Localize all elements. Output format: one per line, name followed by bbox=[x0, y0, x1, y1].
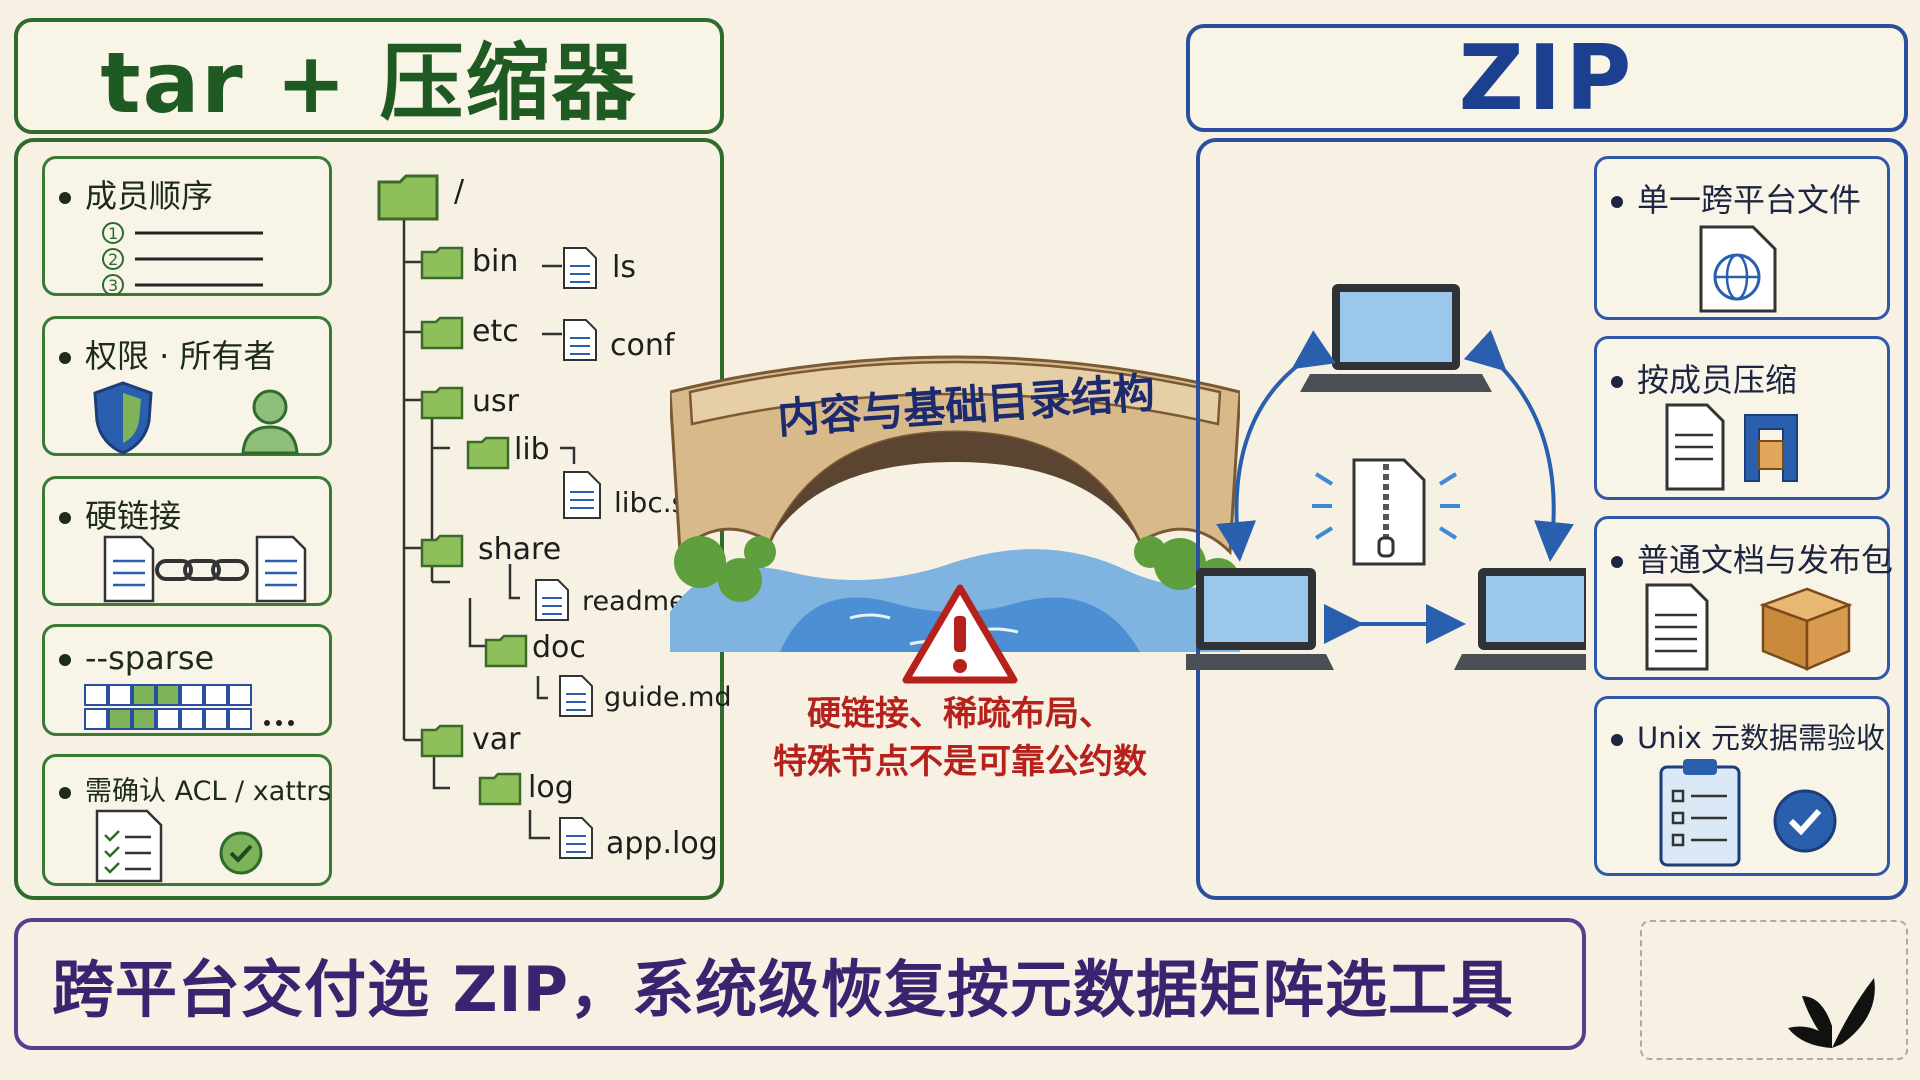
card-member-order-label: 成员顺序 bbox=[59, 171, 213, 217]
folder-icon-lib bbox=[466, 436, 510, 470]
folder-icon-root bbox=[377, 174, 439, 221]
tree-guide: guide.md bbox=[604, 682, 732, 713]
card-documents: 普通文档与发布包 bbox=[1594, 516, 1893, 680]
card-sparse-label: --sparse bbox=[59, 639, 214, 677]
globe-file-icon bbox=[1699, 225, 1777, 313]
file-icon-guide bbox=[559, 675, 593, 717]
conclusion-banner: 跨平台交付选 ZIP，系统级恢复按元数据矩阵选工具 bbox=[14, 918, 1586, 1050]
shield-user-icon bbox=[93, 381, 299, 455]
butterfly-logo-icon bbox=[1788, 978, 1875, 1048]
zip-title-box: ZIP bbox=[1186, 24, 1908, 132]
tar-title-box: tar + 压缩器 bbox=[14, 18, 724, 134]
file-icon-applog bbox=[559, 817, 593, 859]
clamp-file-icon bbox=[1665, 403, 1798, 491]
card-per-member: 按成员压缩 bbox=[1594, 336, 1890, 500]
laptop-icon-right bbox=[1454, 568, 1586, 670]
tree-lib: lib bbox=[514, 432, 550, 467]
file-icon-libc bbox=[563, 471, 601, 519]
file-icon-conf bbox=[563, 319, 597, 361]
logo-box bbox=[1640, 920, 1908, 1060]
tree-etc: etc bbox=[472, 314, 519, 349]
tree-bin: bin bbox=[472, 244, 519, 279]
numbered-list-icon: 1 2 3 bbox=[102, 222, 263, 295]
tree-root: / bbox=[454, 174, 465, 209]
card-hardlinks: 硬链接 bbox=[42, 476, 332, 606]
warning-icon bbox=[902, 584, 1018, 684]
card-unix-metadata-label: Unix 元数据需验收 bbox=[1611, 715, 1885, 757]
tree-lines bbox=[402, 218, 576, 840]
card-cross-platform: 单一跨平台文件 bbox=[1594, 156, 1890, 320]
card-hardlinks-label: 硬链接 bbox=[59, 491, 181, 537]
folder-icon-usr bbox=[420, 386, 464, 420]
card-per-member-label: 按成员压缩 bbox=[1611, 355, 1797, 401]
file-icon-ls bbox=[563, 247, 597, 289]
laptop-icon-top bbox=[1300, 284, 1492, 392]
card-unix-metadata: Unix 元数据需验收 bbox=[1594, 696, 1890, 876]
card-cross-platform-label: 单一跨平台文件 bbox=[1611, 175, 1861, 221]
card-permissions: 权限 · 所有者 bbox=[42, 316, 332, 456]
card-sparse: --sparse bbox=[42, 624, 332, 736]
file-icon-readme bbox=[535, 579, 569, 621]
laptop-icon-left bbox=[1186, 568, 1334, 670]
checklist-icon bbox=[95, 809, 263, 883]
tree-log: log bbox=[528, 770, 574, 805]
folder-icon-bin bbox=[420, 246, 464, 280]
tree-applog: app.log bbox=[606, 826, 718, 861]
laptop-network bbox=[1186, 284, 1586, 670]
tree-doc: doc bbox=[532, 630, 586, 665]
warning-line-1: 硬链接、稀疏布局、 bbox=[807, 694, 1113, 734]
card-acl: 需确认 ACL / xattrs bbox=[42, 754, 332, 886]
warning-text: 硬链接、稀疏布局、 特殊节点不是可靠公约数 bbox=[760, 690, 1160, 786]
folder-icon-doc bbox=[484, 634, 528, 668]
svg-text:2: 2 bbox=[108, 250, 118, 269]
folder-icon-log bbox=[478, 772, 522, 806]
linked-files-icon bbox=[103, 535, 307, 603]
zip-title: ZIP bbox=[1458, 25, 1636, 131]
card-documents-label: 普通文档与发布包 bbox=[1611, 535, 1893, 581]
svg-text:3: 3 bbox=[108, 276, 118, 295]
folder-icon-etc bbox=[420, 316, 464, 350]
card-permissions-label: 权限 · 所有者 bbox=[59, 331, 276, 377]
warning-line-2: 特殊节点不是可靠公约数 bbox=[773, 742, 1147, 782]
tree-share: share bbox=[478, 532, 562, 567]
svg-text:1: 1 bbox=[108, 224, 118, 243]
tree-ls: ls bbox=[612, 250, 636, 285]
tar-title: tar + 压缩器 bbox=[100, 33, 638, 132]
zip-file-icon bbox=[1352, 458, 1426, 566]
document-box-icon bbox=[1645, 583, 1853, 671]
tree-var: var bbox=[472, 722, 521, 757]
sparse-grid-icon bbox=[84, 684, 294, 730]
card-member-order: 成员顺序 1 2 3 bbox=[42, 156, 332, 296]
tree-conf: conf bbox=[610, 328, 675, 363]
conclusion-text: 跨平台交付选 ZIP，系统级恢复按元数据矩阵选工具 bbox=[52, 953, 1515, 1026]
zip-panel bbox=[1196, 138, 1908, 900]
clipboard-check-icon bbox=[1659, 759, 1837, 867]
folder-icon-var bbox=[420, 724, 464, 758]
folder-icon-share bbox=[420, 534, 464, 568]
card-acl-label: 需确认 ACL / xattrs bbox=[59, 769, 332, 808]
tree-usr: usr bbox=[472, 384, 519, 419]
